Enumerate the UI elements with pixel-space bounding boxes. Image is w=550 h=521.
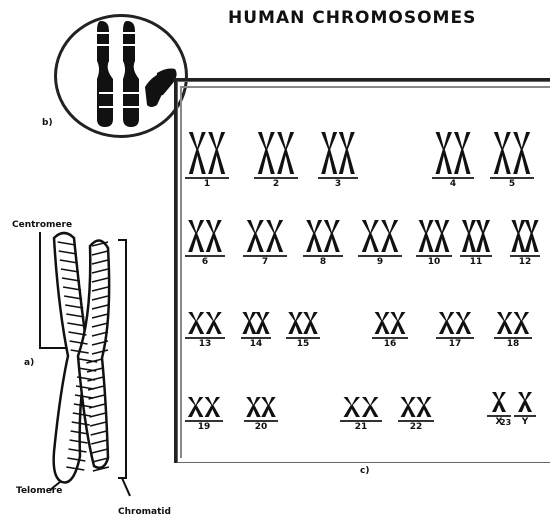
chromosome-pair-glyph <box>514 390 536 414</box>
chromosome-pair-glyph <box>185 310 225 336</box>
chromosome-pair-6: 6 <box>185 218 225 268</box>
pair-number: 11 <box>460 257 492 268</box>
chromosome-pair-15: 15 <box>286 310 320 350</box>
chromosome-pair-glyph <box>436 310 474 336</box>
chromosome-pair-12: 12 <box>510 218 540 268</box>
chromosome-pair-glyph <box>398 395 434 419</box>
pair-number: 1 <box>185 179 229 190</box>
chromosome-pair-22: 22 <box>398 395 434 433</box>
chromosome-pair-glyph <box>494 310 532 336</box>
label-chromatid: Chromatid <box>118 507 171 517</box>
chromosome-pair-glyph <box>185 218 225 254</box>
pair-number: Y <box>514 417 536 428</box>
pair-number: 21 <box>340 422 382 433</box>
chromosome-pair-glyph <box>185 395 223 419</box>
chromosome-pair-5: 5 <box>490 130 534 190</box>
chromosome-pair-1: 1 <box>185 130 229 190</box>
pair-number: 14 <box>241 339 271 350</box>
chromosome-pair-21: 21 <box>340 395 382 433</box>
chromosome-pair-glyph <box>243 218 287 254</box>
pair-number: 12 <box>510 257 540 268</box>
chromosome-pair-glyph <box>244 395 278 419</box>
chromosome-pair-13: 13 <box>185 310 225 350</box>
chromosome-pair-4: 4 <box>432 130 474 190</box>
pair-number: 8 <box>303 257 343 268</box>
chromosome-pair-17: 17 <box>436 310 474 350</box>
chromosome-pair-glyph <box>340 395 382 419</box>
chromosome-pair-glyph <box>358 218 402 254</box>
chromosome-pair-glyph <box>416 218 452 254</box>
chromosome-pair-10: 10 <box>416 218 452 268</box>
pair-number: 13 <box>185 339 225 350</box>
chromosome-pair-2: 2 <box>254 130 298 190</box>
chromosome-pair-glyph <box>487 390 511 414</box>
pair-number: 15 <box>286 339 320 350</box>
pair-number: 3 <box>318 179 358 190</box>
pair-number: 7 <box>243 257 287 268</box>
chromosome-pair-glyph <box>241 310 271 336</box>
pair-number: 4 <box>432 179 474 190</box>
chromosome-pair-9: 9 <box>358 218 402 268</box>
chromosome-pair-glyph <box>286 310 320 336</box>
chromosome-pair-glyph <box>432 130 474 176</box>
chromosome-pair-7: 7 <box>243 218 287 268</box>
chromosome-pair-19: 19 <box>185 395 223 433</box>
chromosome-pair-glyph <box>254 130 298 176</box>
pair-number: 2 <box>254 179 298 190</box>
diagram-title: HUMAN CHROMOSOMES <box>228 8 476 28</box>
chromosome-pair-8: 8 <box>303 218 343 268</box>
chromosome-pair-glyph <box>490 130 534 176</box>
pair-number: 18 <box>494 339 532 350</box>
label-b: b) <box>42 118 53 128</box>
large-chromosome-drawing <box>30 228 140 498</box>
chromosome-pair-11: 11 <box>460 218 492 268</box>
chromosome-pair-glyph <box>372 310 408 336</box>
replicated-chromosome-closeup <box>57 17 185 135</box>
chromosome-pair-20: 20 <box>244 395 278 433</box>
sex-pair-number: 23 <box>500 418 511 427</box>
chromosome-pair-3: 3 <box>318 130 358 190</box>
pair-number: 6 <box>185 257 225 268</box>
chromosome-pair-14: 14 <box>241 310 271 350</box>
pair-number: 16 <box>372 339 408 350</box>
label-c: c) <box>360 466 369 476</box>
pair-number: 17 <box>436 339 474 350</box>
pair-number: 10 <box>416 257 452 268</box>
chromosome-pair-glyph <box>460 218 492 254</box>
chromosome-pair-glyph <box>303 218 343 254</box>
chromosome-inset-circle <box>54 14 188 138</box>
pair-number: 5 <box>490 179 534 190</box>
chromosome-pair-16: 16 <box>372 310 408 350</box>
pair-number: 19 <box>185 422 223 433</box>
chromosome-pair-glyph <box>510 218 540 254</box>
chromosome-pair-glyph <box>318 130 358 176</box>
pair-number: 9 <box>358 257 402 268</box>
pair-number: 22 <box>398 422 434 433</box>
chromosome-pair-glyph <box>185 130 229 176</box>
pair-number: 20 <box>244 422 278 433</box>
chromosome-pair-18: 18 <box>494 310 532 350</box>
chromosome-pair-y: Y <box>514 390 536 428</box>
